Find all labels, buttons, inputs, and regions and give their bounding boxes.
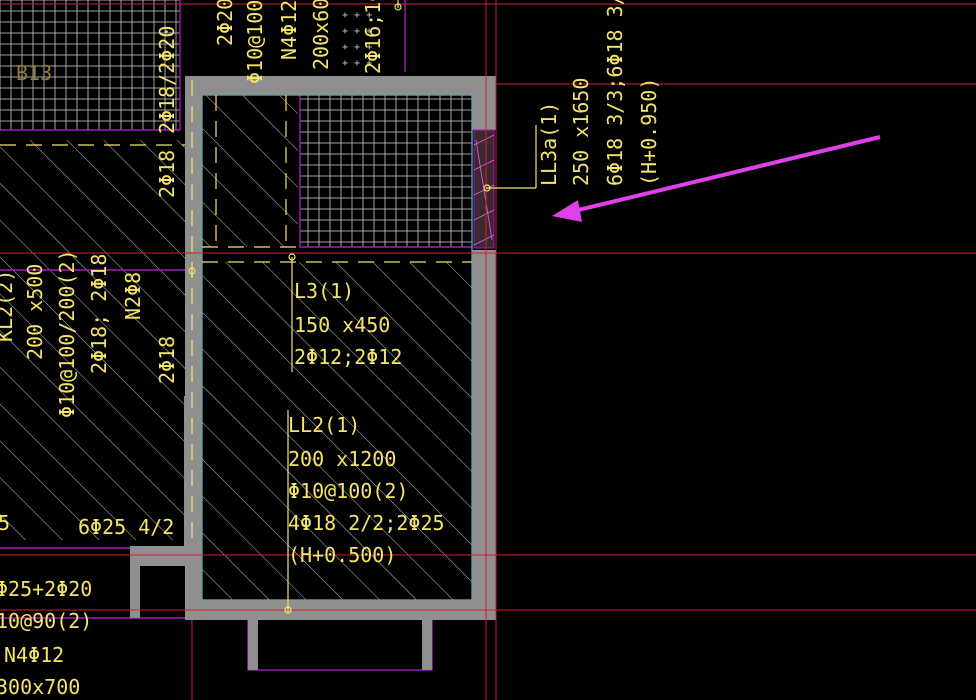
label-bar-2-18-a: 2Φ18 <box>155 150 179 198</box>
concrete-walls <box>130 76 496 670</box>
beam-ll3a-bars: 6Φ18 3/3;6Φ18 3/3 <box>603 0 627 186</box>
left-beam-line-5: N2Φ8 <box>121 272 145 320</box>
label-top-bar-3: N4Φ12 <box>277 0 301 60</box>
label-top-bar-4: 200x600 <box>309 0 333 70</box>
left-beam-line-4: 2Φ18; 2Φ18 <box>87 254 111 374</box>
label-bottom-left-2: 10@90(2) <box>0 609 92 633</box>
mesh-slab-top-left <box>0 0 180 130</box>
svg-text:+ + +: + + + <box>342 42 372 53</box>
label-bottom-left-num: 5 <box>0 511 10 535</box>
beam-ll3a-size: 250 x1650 <box>569 78 593 186</box>
svg-text:+ + +: + + + <box>342 58 372 69</box>
beam-ll3a-label[interactable]: LL3a(1) 250 x1650 6Φ18 3/3;6Φ18 3/3 (H+0… <box>537 0 661 186</box>
label-bottom-left-3: N4Φ12 <box>4 643 64 667</box>
beam-ll3a-name: LL3a(1) <box>537 102 561 186</box>
svg-text:+ + +: + + + <box>342 10 372 21</box>
beam-ll3a-elevation: (H+0.950) <box>637 78 661 186</box>
beam-l3-bars: 2Φ12;2Φ12 <box>294 345 402 369</box>
dashed-beam-lines <box>0 80 472 540</box>
main-hatched-slab <box>202 262 472 600</box>
beam-ll3a-hatch <box>473 134 495 246</box>
upper-hatched-slab <box>202 95 298 247</box>
beam-ll2-label[interactable]: LL2(1) 200 x1200 Φ10@100(2) 4Φ18 2/2;2Φ2… <box>288 413 445 567</box>
beam-ll2-name: LL2(1) <box>288 413 360 437</box>
label-slab: B13 <box>16 61 52 85</box>
beam-ll2-bars: 4Φ18 2/2;2Φ25 <box>288 511 445 535</box>
mesh-slab-right <box>300 95 472 247</box>
highlight-arrow <box>552 135 881 222</box>
beam-l3-size: 150 x450 <box>294 313 390 337</box>
leader-points <box>188 3 491 614</box>
label-bottom-left-4: 300x700 <box>0 675 80 699</box>
label-top-bar-1: 2Φ20 <box>213 0 237 46</box>
label-top-bar-5: 2Φ16;1Φ <box>361 0 385 74</box>
left-hatched-slab <box>0 140 185 540</box>
left-beam-line-2: 200 x500 <box>23 264 47 360</box>
leader-lines <box>191 0 537 612</box>
beam-ll2-size: 200 x1200 <box>288 447 396 471</box>
label-bar-2-18-b: 2Φ18 <box>155 336 179 384</box>
svg-text:+ + +: + + + <box>342 26 372 37</box>
label-bottom-bar: 6Φ25 4/2 <box>78 515 174 539</box>
beam-ll2-elevation: (H+0.500) <box>288 543 396 567</box>
beam-l3-name: L3(1) <box>294 279 354 303</box>
dotted-slab-top: + + + + + + + + + + + + <box>342 10 372 69</box>
beam-ll2-stirrup: Φ10@100(2) <box>288 479 408 503</box>
beam-l3-label[interactable]: L3(1) 150 x450 2Φ12;2Φ12 <box>294 279 402 369</box>
left-beam-line-3: Φ10@100/200(2) <box>55 249 79 418</box>
left-beam-line-1: KL2(2) <box>0 270 17 342</box>
label-bottom-left-1: Φ25+2Φ20 <box>0 577 92 601</box>
label-top-bar-2: Φ10@100(2) <box>243 0 267 84</box>
label-bar-2-18-2-20: 2Φ18/2Φ20 <box>155 26 179 134</box>
